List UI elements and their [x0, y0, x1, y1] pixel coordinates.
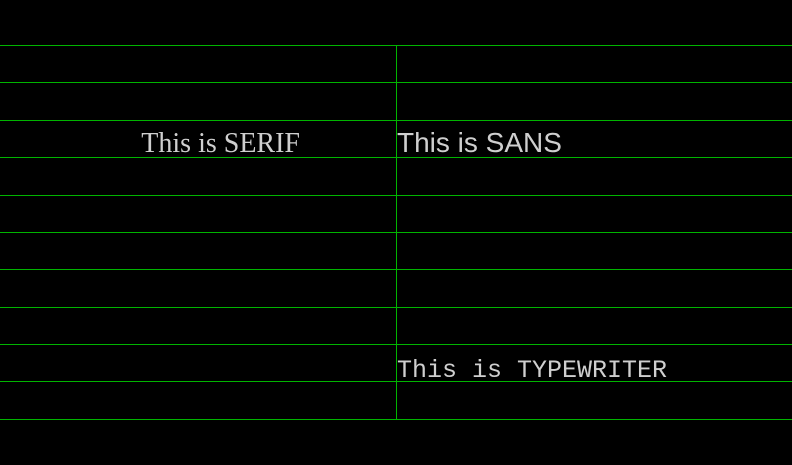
center-divider-line: [396, 45, 397, 420]
typewriter-sample-text: This is TYPEWRITER: [397, 356, 668, 385]
sans-sample-text: This is SANS: [397, 127, 562, 158]
serif-sample-text: This is SERIF: [141, 128, 300, 159]
